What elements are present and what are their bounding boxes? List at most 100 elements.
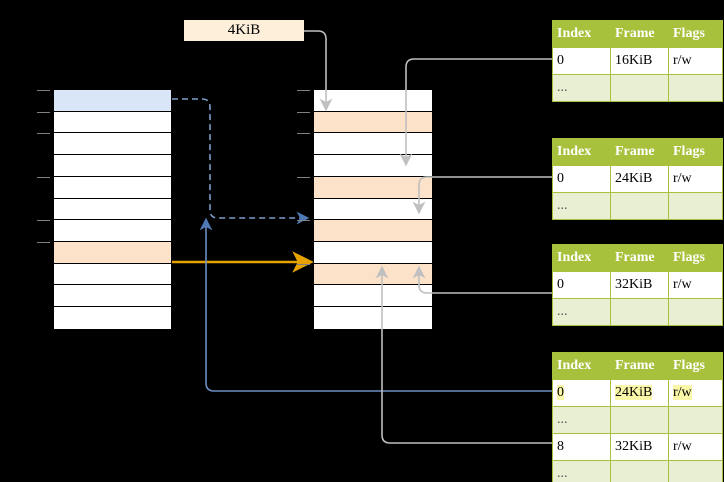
physical-memory-cell-3: [314, 155, 432, 177]
cell-flags: r/w: [668, 433, 723, 461]
physical-memory-cell-5: [314, 198, 432, 221]
column-header-flags: Flags: [668, 138, 723, 166]
physical-memory-tick-6: [297, 220, 310, 221]
table-row[interactable]: ...: [552, 192, 723, 220]
physical-memory-cell-4: [314, 176, 432, 199]
arrow-l3-frame-to-memory: [412, 176, 552, 215]
cell-index: ...: [552, 460, 611, 482]
virtual-address-space-tick-1: [37, 112, 50, 113]
table-row[interactable]: ...: [552, 406, 723, 434]
cell-flags: [668, 460, 723, 482]
cell-index: 0: [552, 379, 611, 407]
physical-memory-column: [313, 89, 433, 330]
column-header-flags: Flags: [668, 244, 723, 272]
column-header-frame: Frame: [610, 244, 669, 272]
cell-frame: 16KiB: [610, 47, 669, 75]
virtual-address-space-cell-10: [54, 307, 171, 329]
cell-frame: 32KiB: [610, 271, 669, 299]
virtual-address-space-cell-9: [54, 285, 171, 308]
column-header-frame: Frame: [610, 352, 669, 380]
cell-flags: [668, 298, 723, 326]
virtual-address-space-tick-4: [37, 177, 50, 178]
physical-memory-tick-4: [297, 177, 310, 178]
physical-memory-tick-2: [297, 133, 310, 134]
cell-flags: [668, 192, 723, 220]
virtual-address-column: [53, 89, 172, 330]
cell-flags: r/w: [668, 165, 723, 193]
cell-frame: [610, 298, 669, 326]
cell-frame: [610, 192, 669, 220]
column-header-frame: Frame: [610, 138, 669, 166]
cell-index: ...: [552, 74, 611, 102]
cell-index: ...: [552, 406, 611, 434]
virtual-address-space-cell-0: [54, 90, 171, 112]
cell-flags: r/w: [668, 271, 723, 299]
cell-frame: [610, 74, 669, 102]
physical-memory-cell-8: [314, 263, 432, 286]
cell-index: 0: [552, 165, 611, 193]
virtual-address-space-tick-7: [37, 242, 50, 243]
physical-memory-cell-0: [314, 90, 432, 112]
highlighted-value: 0: [557, 385, 564, 400]
physical-memory-tick-1: [297, 112, 310, 113]
table-row[interactable]: ...: [552, 460, 723, 482]
column-header-flags: Flags: [668, 352, 723, 380]
cell-flags: r/w: [668, 47, 723, 75]
physical-memory-cell-9: [314, 285, 432, 308]
arrow-blue-dashed-l4-entry: [172, 98, 310, 225]
physical-memory-cell-10: [314, 307, 432, 329]
table-row[interactable]: ...: [552, 298, 723, 326]
column-header-index: Index: [552, 244, 611, 272]
cell-frame: 32KiB: [610, 433, 669, 461]
cell-frame: [610, 460, 669, 482]
table-row[interactable]: 0 24KiB r/w: [552, 379, 723, 407]
column-header-index: Index: [552, 20, 611, 48]
arrow-l2-frame-to-memory: [412, 265, 552, 294]
cell-flags: [668, 74, 723, 102]
table-row[interactable]: ...: [552, 74, 723, 102]
cell-index: ...: [552, 298, 611, 326]
virtual-address-space-cell-1: [54, 111, 171, 134]
virtual-address-space-cell-7: [54, 242, 171, 264]
virtual-address-space-cell-2: [54, 133, 171, 156]
cell-index: ...: [552, 192, 611, 220]
cell-frame: [610, 406, 669, 434]
column-header-index: Index: [552, 352, 611, 380]
cell-frame: 24KiB: [610, 165, 669, 193]
column-header-frame: Frame: [610, 20, 669, 48]
virtual-address-space-cell-5: [54, 198, 171, 221]
highlighted-value: r/w: [673, 385, 692, 400]
column-header-flags: Flags: [668, 20, 723, 48]
virtual-address-space-cell-6: [54, 220, 171, 243]
cell-index: 8: [552, 433, 611, 461]
cell-flags: [668, 406, 723, 434]
physical-memory-cell-2: [314, 133, 432, 156]
highlighted-value: 24KiB: [615, 385, 653, 400]
virtual-address-space-cell-8: [54, 263, 171, 286]
physical-memory-tick-0: [297, 90, 310, 91]
cell-flags: r/w: [668, 379, 723, 407]
virtual-address-space-tick-6: [37, 220, 50, 221]
physical-memory-cell-1: [314, 111, 432, 134]
physical-memory-cell-7: [314, 242, 432, 264]
cell-index: 0: [552, 47, 611, 75]
physical-memory-cell-6: [314, 220, 432, 243]
virtual-address-space-cell-4: [54, 176, 171, 199]
virtual-address-space-cell-3: [54, 155, 171, 177]
virtual-address-space-tick-2: [37, 133, 50, 134]
column-header-index: Index: [552, 138, 611, 166]
physical-memory-tick-8: [297, 264, 310, 265]
cell-index: 0: [552, 271, 611, 299]
